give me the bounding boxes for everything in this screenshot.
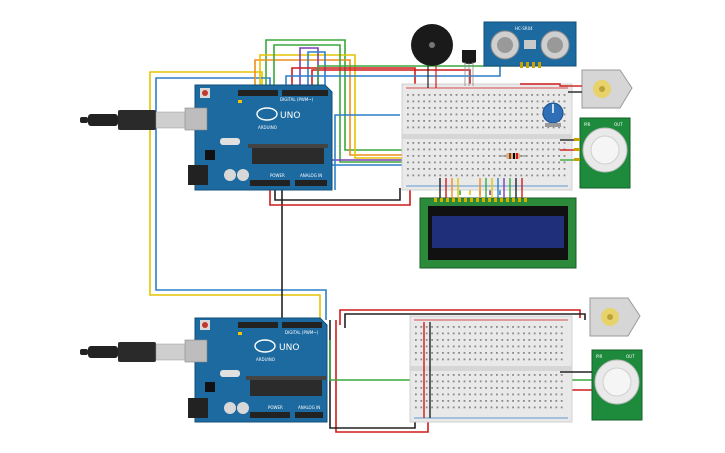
board-1-model-label: UNO	[280, 111, 300, 121]
wire-blue-b1	[334, 114, 400, 190]
wire-blue-top2	[285, 60, 501, 90]
board-2-analog-label: ANALOG IN	[298, 405, 320, 410]
transistor-icon	[462, 50, 476, 86]
board-2-model-label: UNO	[279, 343, 299, 353]
wire-red-b1	[269, 190, 411, 206]
wire-blue-link	[155, 77, 327, 320]
ultrasonic-model-label: HC-SR04	[515, 26, 533, 31]
board-1-analog-label: ANALOG IN	[300, 173, 322, 178]
board-2-brand-label: ARDUINO	[256, 357, 275, 362]
lcd-display	[419, 197, 577, 269]
wire-yellow-link	[149, 71, 321, 320]
pir-1-left-label: PIR	[584, 122, 591, 127]
wires-lcd	[439, 178, 523, 198]
breadboard-2	[409, 315, 573, 423]
arduino-board-1: UNO ARDUINO DIGITAL (PWM~) POWER ANALOG …	[184, 84, 333, 191]
board-1-brand-label: ARDUINO	[258, 125, 277, 130]
servo-motor-icon	[568, 69, 633, 109]
ultrasonic-sensor: HC-SR04	[483, 21, 577, 68]
pir-2-left-label: PIR	[596, 354, 603, 359]
potentiometer-icon	[542, 102, 564, 127]
breadboard-1	[401, 83, 573, 191]
pir-sensor-1: PIR OUT	[574, 117, 631, 189]
breadboard-2-holes	[415, 326, 563, 409]
wires-front	[423, 83, 592, 418]
wire-red-b2	[335, 320, 429, 433]
board-1-digital-label: DIGITAL (PWM~)	[280, 97, 314, 102]
usb-cable-icon	[80, 110, 191, 130]
pir-2-right-label: OUT	[626, 354, 635, 359]
board-2-digital-label: DIGITAL (PWM~)	[285, 330, 319, 335]
resistor-icon	[500, 153, 526, 159]
servo-motor-icon	[589, 297, 641, 337]
board-1-power-label: POWER	[270, 173, 285, 178]
wire-black-b2	[329, 320, 416, 429]
breadboard-1-holes	[407, 94, 566, 177]
pir-1-right-label: OUT	[614, 122, 623, 127]
wire-black-b2-top	[344, 313, 586, 328]
arduino-board-2: UNO ARDUINO DIGITAL (PWM~) POWER ANALOG …	[184, 317, 328, 423]
buzzer-icon	[411, 24, 453, 88]
usb-cable-icon	[80, 342, 191, 362]
wire-green-link	[265, 39, 402, 151]
wire-red-top	[311, 69, 471, 90]
board-2-power-label: POWER	[268, 405, 283, 410]
pir-sensor-2: PIR OUT	[591, 349, 643, 421]
wire-red-bb1-servo	[520, 83, 568, 87]
wires-back	[149, 39, 595, 433]
wire-black-b1	[274, 188, 401, 201]
